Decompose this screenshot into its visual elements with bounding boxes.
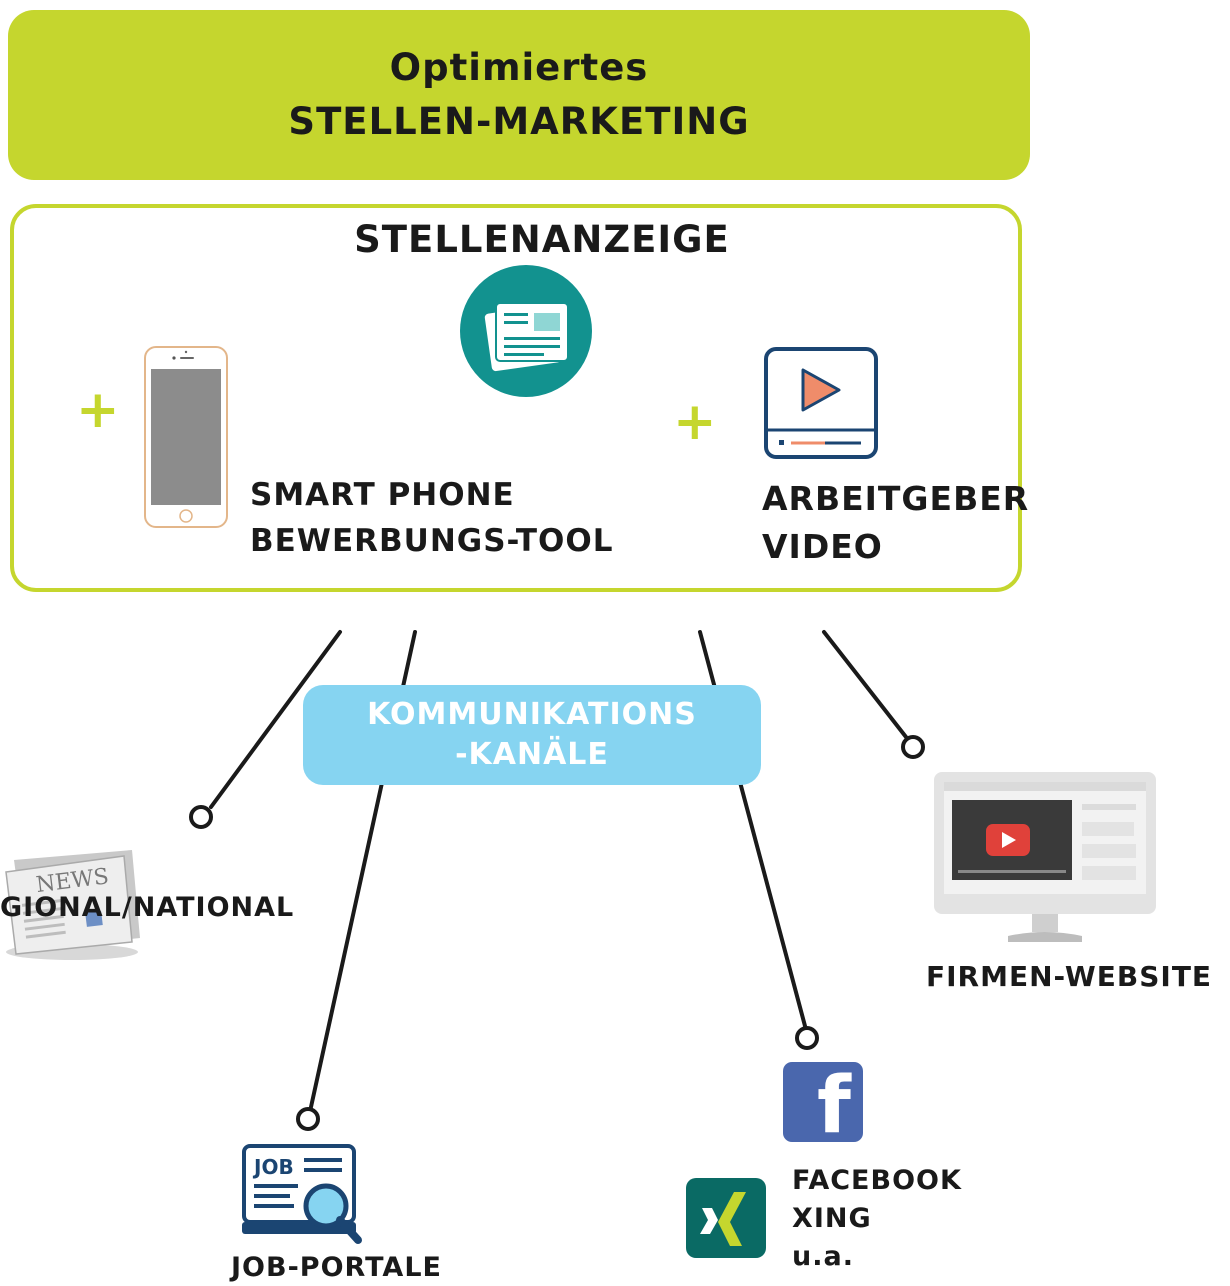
social-label-line-1: FACEBOOK xyxy=(792,1165,962,1196)
video-label-line-2: VIDEO xyxy=(762,527,883,566)
job-icon-text: JOB xyxy=(252,1155,294,1179)
header-line-2: STELLEN-MARKETING xyxy=(288,100,750,143)
channels-hub: KOMMUNIKATIONS -KANÄLE xyxy=(303,685,761,785)
plus-sign-left: + xyxy=(76,380,120,440)
monitor-video-icon xyxy=(934,772,1156,942)
smartphone-label-line-1: SMART PHONE xyxy=(250,477,515,513)
video-label-line-1: ARBEITGEBER xyxy=(762,479,1030,518)
connector-website xyxy=(822,630,908,739)
smartphone-icon xyxy=(144,346,228,528)
channel-label-website: FIRMEN-WEBSITE xyxy=(926,960,1213,993)
channel-label-social: FACEBOOK XING u.a. xyxy=(792,1162,962,1276)
node-website xyxy=(901,735,925,759)
news-paper-icon: NEWS xyxy=(5,850,140,960)
plus-sign-right: + xyxy=(673,392,717,452)
smartphone-label-line-2: BEWERBUNGS-TOOL xyxy=(250,523,614,559)
hub-line-1: KOMMUNIKATIONS xyxy=(367,697,697,732)
core-title: STELLENANZEIGE xyxy=(354,218,730,261)
channel-label-jobportal: JOB-PORTALE xyxy=(231,1252,442,1283)
channel-label-print: GIONAL/NATIONAL xyxy=(0,892,295,923)
social-label-line-2: XING xyxy=(792,1203,872,1234)
social-label-line-3: u.a. xyxy=(792,1241,854,1272)
connector-print xyxy=(209,630,342,809)
facebook-glyph: f xyxy=(817,1062,851,1142)
newspaper-icon xyxy=(460,265,592,397)
node-print xyxy=(189,805,213,829)
node-social xyxy=(795,1026,819,1050)
node-jobportal xyxy=(296,1107,320,1131)
smartphone-label: SMART PHONE BEWERBUNGS-TOOL xyxy=(250,472,613,564)
video-label: ARBEITGEBER VIDEO xyxy=(762,475,1029,571)
header-line-1: Optimiertes xyxy=(389,46,649,89)
header-banner: Optimiertes STELLEN-MARKETING xyxy=(8,10,1030,180)
video-player-icon xyxy=(764,347,878,459)
hub-line-2: -KANÄLE xyxy=(455,737,609,772)
job-search-icon: JOB xyxy=(242,1144,362,1244)
core-frame xyxy=(10,204,1022,592)
xing-icon xyxy=(686,1178,766,1258)
facebook-icon: f xyxy=(783,1062,863,1142)
